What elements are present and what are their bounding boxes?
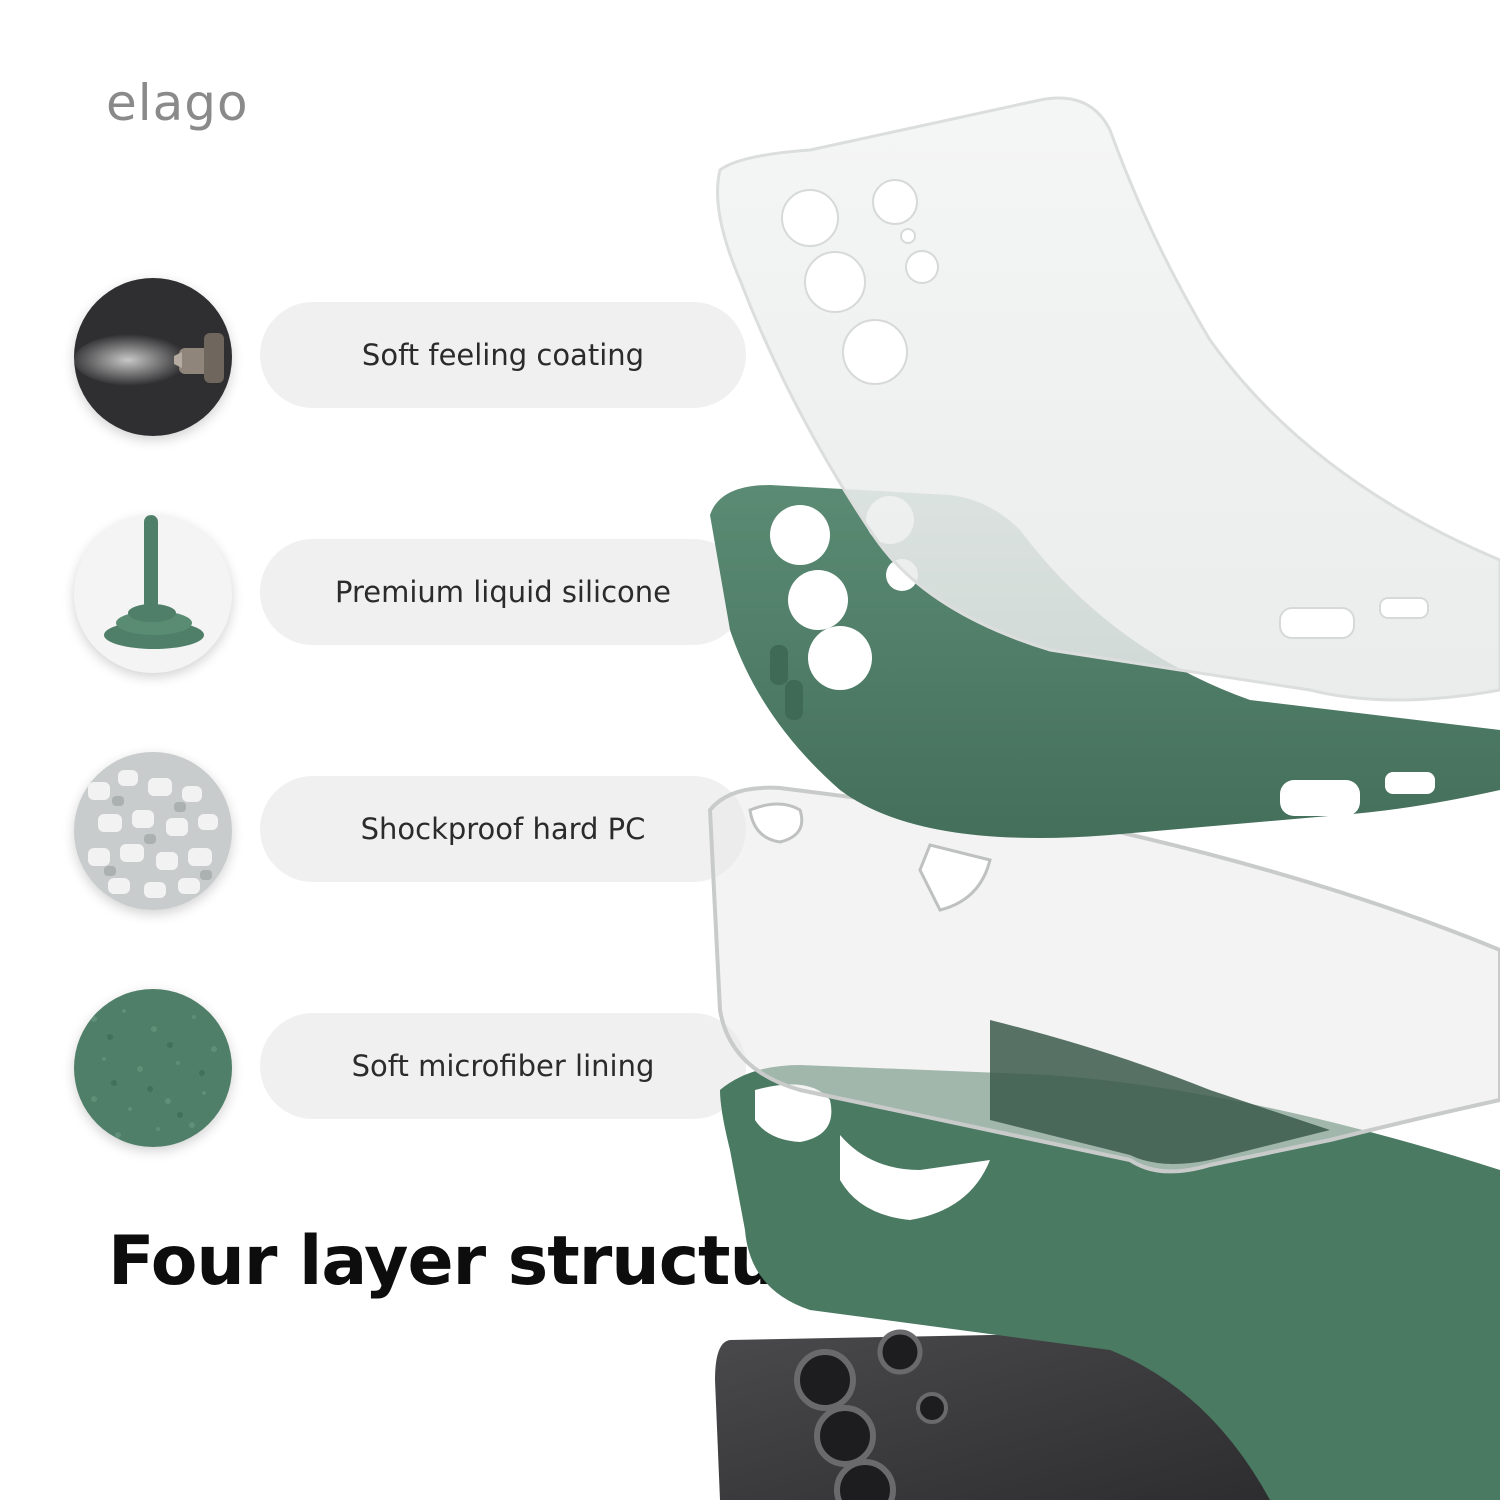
- layer-label-coating: Soft feeling coating: [260, 302, 746, 408]
- page-title: Four layer structure: [108, 1222, 856, 1301]
- layer-label-pc: Shockproof hard PC: [260, 776, 746, 882]
- pc-pellets-icon: [74, 752, 232, 910]
- layer-label-microfiber: Soft microfiber lining: [260, 1013, 746, 1119]
- layer-label-silicone: Premium liquid silicone: [260, 539, 746, 645]
- spray-coating-icon: [74, 278, 232, 436]
- exploded-case-illustration: [690, 90, 1500, 1500]
- liquid-silicone-icon: [74, 515, 232, 673]
- microfiber-icon: [74, 989, 232, 1147]
- brand-logo: elago: [106, 74, 249, 132]
